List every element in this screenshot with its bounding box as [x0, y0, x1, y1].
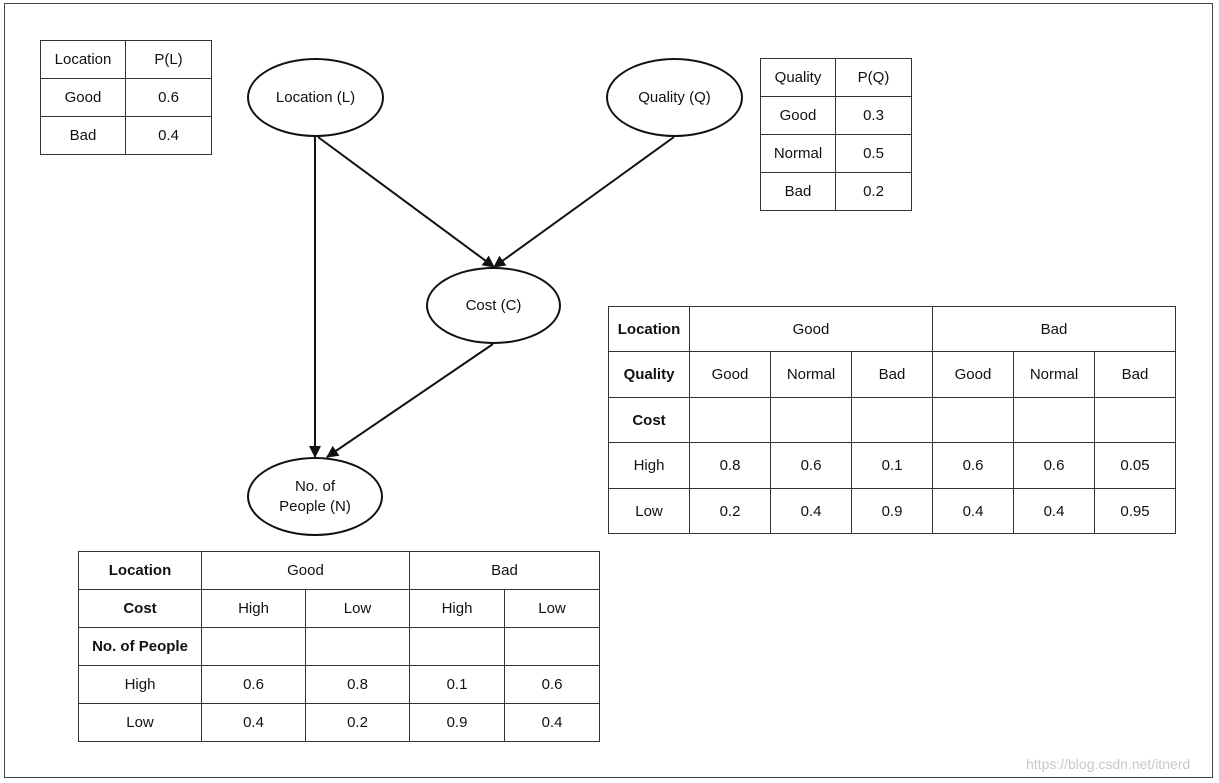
value-cell: Bad: [760, 172, 836, 211]
value-cell: 0.05: [1094, 442, 1176, 489]
empty-cell: [409, 627, 505, 666]
value-cell: 0.8: [689, 442, 771, 489]
header-cell: Good: [932, 351, 1014, 398]
empty-cell: [305, 627, 410, 666]
watermark-text: https://blog.csdn.net/itnerd: [1026, 756, 1191, 772]
value-cell: 0.4: [201, 703, 306, 742]
header-cell: High: [201, 589, 306, 628]
empty-cell: [504, 627, 600, 666]
header-cell: P(Q): [835, 58, 912, 97]
node-quality: Quality (Q): [606, 58, 743, 137]
table-people-cpt: Location Good Bad Cost High Low High Low…: [78, 551, 600, 742]
header-cell: Normal: [1013, 351, 1095, 398]
value-cell: 0.6: [932, 442, 1014, 489]
row-label: High: [78, 665, 202, 704]
header-cell: Low: [504, 589, 600, 628]
row-label: Low: [78, 703, 202, 742]
empty-cell: [1094, 397, 1176, 443]
value-cell: 0.9: [851, 488, 933, 534]
empty-cell: [851, 397, 933, 443]
header-cell: Good: [689, 351, 771, 398]
node-location: Location (L): [247, 58, 384, 137]
value-cell: 0.2: [689, 488, 771, 534]
table-location-prior: Location P(L) Good 0.6 Bad 0.4: [40, 40, 212, 155]
edge-location-to-cost: [317, 136, 495, 268]
value-cell: 0.1: [409, 665, 505, 704]
empty-cell: [1013, 397, 1095, 443]
value-cell: 0.8: [305, 665, 410, 704]
empty-cell: [932, 397, 1014, 443]
header-cell: P(L): [125, 40, 212, 79]
header-cell: Location: [40, 40, 126, 79]
table-quality-prior: Quality P(Q) Good 0.3 Normal 0.5 Bad 0.2: [760, 58, 912, 211]
value-cell: 0.5: [835, 134, 912, 173]
empty-cell: [201, 627, 306, 666]
value-cell: 0.1: [851, 442, 933, 489]
value-cell: 0.9: [409, 703, 505, 742]
value-cell: 0.4: [1013, 488, 1095, 534]
row-label: Low: [608, 488, 690, 534]
value-cell: 0.6: [504, 665, 600, 704]
header-cell: Cost: [608, 397, 690, 443]
node-cost: Cost (C): [426, 267, 561, 344]
header-cell: Location: [78, 551, 202, 590]
value-cell: 0.4: [770, 488, 852, 534]
value-cell: 0.6: [125, 78, 212, 117]
edge-quality-to-cost: [493, 136, 675, 268]
value-cell: 0.4: [504, 703, 600, 742]
value-cell: Normal: [760, 134, 836, 173]
node-people: No. of People (N): [247, 457, 383, 536]
header-cell: Location: [608, 306, 690, 352]
value-cell: Good: [760, 96, 836, 135]
diagram-frame: [4, 3, 1213, 778]
value-cell: 0.95: [1094, 488, 1176, 534]
header-cell: No. of People: [78, 627, 202, 666]
header-cell: Quality: [760, 58, 836, 97]
edge-cost-to-people: [326, 343, 494, 458]
value-cell: 0.3: [835, 96, 912, 135]
value-cell: 0.4: [125, 116, 212, 155]
header-cell: High: [409, 589, 505, 628]
header-cell: Cost: [78, 589, 202, 628]
value-cell: 0.6: [201, 665, 306, 704]
table-cost-cpt: Location Good Bad Quality Good Normal Ba…: [608, 306, 1176, 534]
value-cell: 0.6: [770, 442, 852, 489]
header-cell: Bad: [851, 351, 933, 398]
value-cell: Bad: [40, 116, 126, 155]
header-cell: Bad: [1094, 351, 1176, 398]
value-cell: 0.6: [1013, 442, 1095, 489]
row-label: High: [608, 442, 690, 489]
header-cell: Good: [201, 551, 410, 590]
header-cell: Bad: [932, 306, 1176, 352]
value-cell: Good: [40, 78, 126, 117]
header-cell: Good: [689, 306, 933, 352]
header-cell: Bad: [409, 551, 600, 590]
empty-cell: [689, 397, 771, 443]
value-cell: 0.4: [932, 488, 1014, 534]
value-cell: 0.2: [835, 172, 912, 211]
header-cell: Normal: [770, 351, 852, 398]
header-cell: Quality: [608, 351, 690, 398]
value-cell: 0.2: [305, 703, 410, 742]
empty-cell: [770, 397, 852, 443]
header-cell: Low: [305, 589, 410, 628]
